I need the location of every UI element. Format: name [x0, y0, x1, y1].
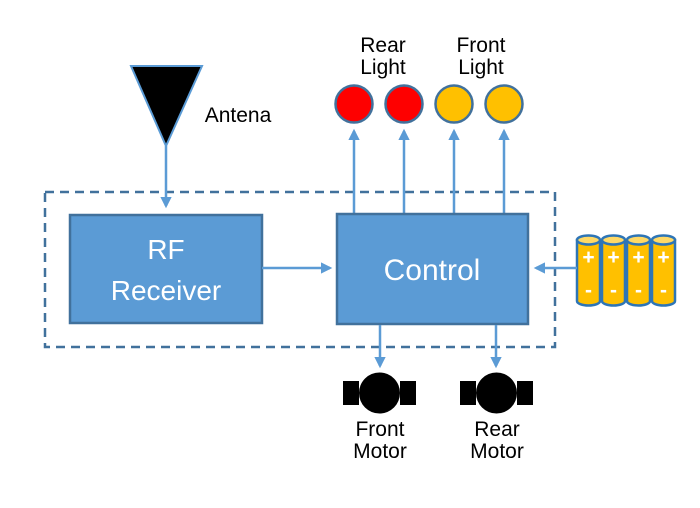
front-motor-icon: [343, 372, 416, 414]
control-box: [335, 212, 530, 326]
battery-cell-1-minus: -: [585, 279, 592, 302]
battery-cell-4-minus: -: [660, 279, 667, 302]
antenna-label: Antena: [205, 104, 272, 127]
rear-light-label-line1: Rear: [360, 34, 406, 57]
rear-motor-label: Rear Motor: [470, 418, 524, 463]
front-motor-label-line1: Front: [355, 418, 404, 441]
front-motor-left-tab: [343, 381, 359, 405]
battery-cell-2-body: [600, 238, 627, 307]
battery-cell-1-body: [575, 238, 602, 307]
battery-cell-1-plus: +: [582, 246, 594, 269]
battery-cell-3-top: [625, 234, 652, 246]
antenna-triangle: [129, 65, 204, 149]
battery-cell-3-minus: -: [635, 279, 642, 302]
front-motor-label-line2: Motor: [353, 440, 407, 463]
battery-cell-4-body: [650, 238, 677, 307]
battery-cell-2-minus: -: [610, 279, 617, 302]
rf-receiver-box: [68, 213, 264, 325]
rear-light-label-line2: Light: [360, 56, 406, 79]
rf-receiver-block: RF Receiver: [68, 213, 264, 325]
rf-receiver-label-line1: RF: [147, 234, 184, 265]
rear-motor-label-line2: Motor: [470, 440, 524, 463]
rear-light-bulb-2: [384, 84, 424, 124]
rear-motor-body: [476, 372, 517, 414]
battery-cell-4-top: [650, 234, 677, 246]
battery-pack-icon: + - + - + - + -: [575, 234, 677, 307]
control-label: Control: [384, 254, 481, 287]
battery-cell-3-body: [625, 238, 652, 307]
battery-cell-2-top: [600, 234, 627, 246]
rear-motor-left-tab: [460, 381, 476, 405]
antenna-icon: [129, 65, 204, 209]
front-light-label: Front Light: [456, 34, 505, 79]
control-block: Control: [335, 212, 530, 326]
front-light-bulb-1: [434, 84, 474, 124]
rear-light-label: Rear Light: [360, 34, 406, 79]
front-motor-label: Front Motor: [353, 418, 407, 463]
front-motor-body: [359, 372, 400, 414]
front-light-label-line2: Light: [458, 56, 504, 79]
battery-cell-3-plus: +: [632, 246, 644, 269]
rear-motor-label-line1: Rear: [474, 418, 520, 441]
front-light-bulb-2: [484, 84, 524, 124]
rf-receiver-label-line2: Receiver: [111, 275, 221, 306]
battery-cell-4-plus: +: [657, 246, 669, 269]
system-boundary-box: [43, 190, 557, 349]
rear-motor-right-tab: [517, 381, 533, 405]
front-motor-right-tab: [400, 381, 416, 405]
rear-light-bulb-1: [334, 84, 374, 124]
rear-motor-icon: [460, 372, 533, 414]
battery-cell-1-top: [575, 234, 602, 246]
front-light-label-line1: Front: [456, 34, 505, 57]
battery-cell-2-plus: +: [607, 246, 619, 269]
